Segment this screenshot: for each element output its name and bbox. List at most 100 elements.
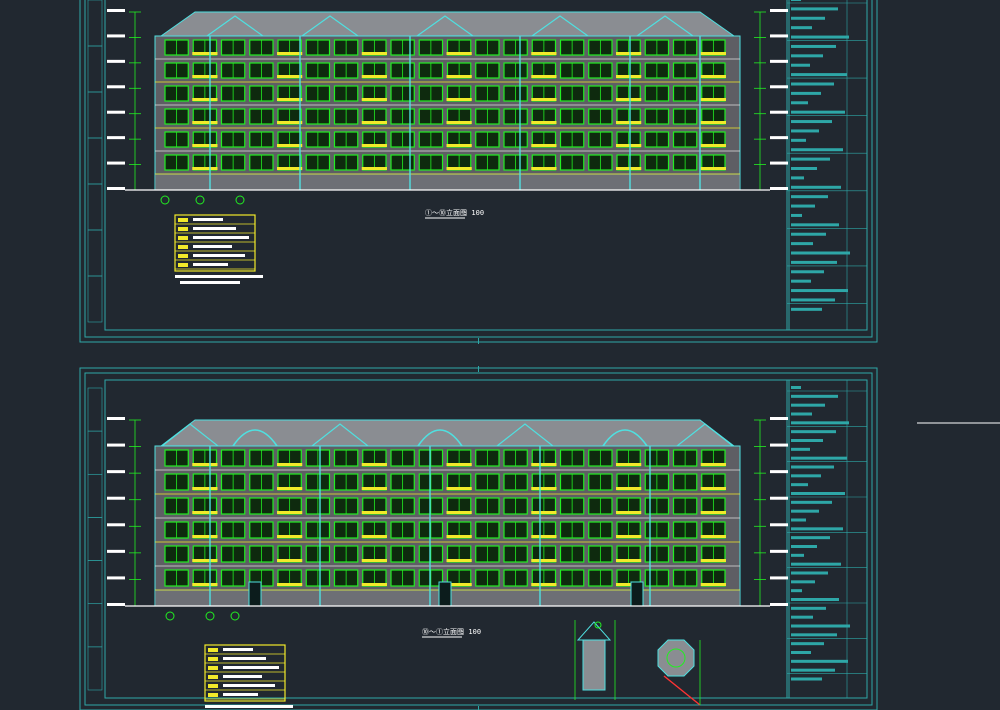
title-block-text (791, 571, 828, 575)
title-block-text (791, 232, 826, 236)
balcony-rail (531, 52, 557, 55)
elevation-mark-text (107, 523, 125, 527)
sheet-inner-border (84, 0, 873, 338)
balcony-rail (277, 511, 303, 514)
elevation-mark-text (107, 187, 125, 190)
balcony-rail (446, 559, 472, 562)
title-block-text (791, 176, 804, 180)
title-block-text (791, 456, 847, 460)
title-block-text (791, 598, 839, 601)
title-block-text (791, 120, 832, 124)
balcony-rail (361, 98, 387, 101)
binding-strip-cell (87, 229, 103, 277)
balcony-rail (616, 167, 642, 170)
balcony-rail (531, 511, 557, 514)
legend-swatch (178, 227, 188, 231)
title-block-text (791, 195, 828, 199)
balcony-rail (616, 121, 642, 124)
title-block-text (791, 63, 810, 67)
elevation-mark-text (107, 34, 125, 38)
title-block-text (791, 110, 845, 114)
binding-strip-cell (87, 517, 103, 561)
balcony-rail (361, 487, 387, 490)
title-block-text (791, 403, 825, 407)
balcony-rail (700, 121, 726, 124)
balcony-rail (616, 583, 642, 586)
axis-bubble (235, 195, 245, 205)
balcony-rail (192, 75, 218, 78)
elevation-mark-text (770, 470, 788, 474)
balcony-rail (446, 463, 472, 466)
balcony-rail (446, 487, 472, 490)
elevation-mark-text (107, 161, 125, 165)
title-block-text (791, 633, 837, 637)
drawing-area-border (104, 379, 790, 699)
balcony-rail (700, 167, 726, 170)
balcony-rail (192, 52, 218, 55)
balcony-rail (192, 535, 218, 538)
title-block-text (791, 624, 850, 628)
elevation-mark-text (107, 417, 125, 420)
title-block-text (791, 465, 834, 469)
balcony-rail (192, 121, 218, 124)
title-block-text (791, 0, 801, 1)
binding-strip-cell (87, 137, 103, 185)
balcony-rail (700, 535, 726, 538)
balcony-rail (192, 463, 218, 466)
balcony-rail (616, 98, 642, 101)
octagon-window (657, 639, 695, 677)
title-block-text (791, 642, 824, 646)
roof-arch (417, 429, 463, 447)
balcony-rail (531, 559, 557, 562)
balcony-rail (192, 167, 218, 170)
balcony-rail (446, 121, 472, 124)
legend-swatch (208, 657, 218, 661)
balcony-rail (616, 75, 642, 78)
legend-text (223, 666, 279, 669)
title-block-text (791, 242, 813, 246)
sheet-inner-border (84, 372, 873, 706)
title-block-text (791, 204, 815, 208)
title-block-text (791, 185, 841, 189)
legend-text (193, 218, 223, 221)
roof-arch (232, 429, 278, 447)
title-block-text (791, 412, 812, 416)
elevation-mark-text (770, 34, 788, 38)
binding-strip-cell (87, 0, 103, 47)
title-block (786, 0, 868, 331)
legend-text (223, 684, 275, 687)
elevation-mark-text (107, 136, 125, 140)
material-legend (204, 644, 286, 702)
sheet-1-scale-label: : 100 (463, 209, 485, 217)
legend-text (193, 254, 245, 257)
title-block-text (791, 394, 838, 398)
legend-swatch (208, 684, 218, 688)
binding-strip-cell (87, 387, 103, 432)
balcony-rail (531, 535, 557, 538)
elevation-mark-text (107, 9, 125, 12)
balcony-rail (361, 535, 387, 538)
balcony-rail (700, 75, 726, 78)
axis-bubble (230, 611, 240, 621)
title-block-text (791, 129, 819, 133)
drawing-area-border (104, 0, 790, 331)
roof-arch (602, 429, 648, 447)
title-block-text (791, 223, 839, 227)
balcony-rail (700, 98, 726, 101)
elevation-mark-text (107, 59, 125, 63)
balcony-rail (192, 144, 218, 147)
balcony-rail (277, 121, 303, 124)
balcony-rail (361, 463, 387, 466)
title-block-text (791, 500, 832, 504)
balcony-rail (192, 487, 218, 490)
elevation-mark-text (770, 603, 788, 606)
elevation-mark-text (770, 136, 788, 140)
title-block-text (791, 54, 823, 58)
legend-swatch (178, 236, 188, 240)
title-block-text (791, 148, 843, 152)
title-block-text (791, 553, 804, 557)
balcony-rail (446, 167, 472, 170)
elevation-mark-text (770, 59, 788, 63)
entrance-door (438, 581, 452, 607)
